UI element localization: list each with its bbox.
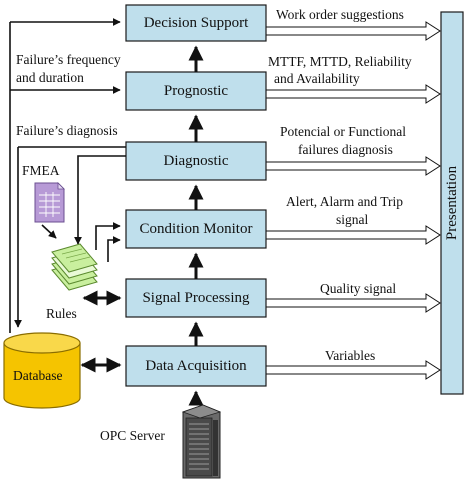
output-label-quality: Quality signal — [320, 281, 396, 296]
rules-connector-lines — [41, 155, 126, 262]
side-labels: Failure’s frequency and duration Failure… — [13, 52, 165, 443]
label-frequency-line1: Failure’s frequency — [16, 52, 121, 67]
module-data-acquisition: Data Acquisition — [125, 345, 267, 387]
output-label-failures-line1: Potencial or Functional — [280, 124, 406, 139]
output-arrow-decision — [265, 21, 441, 41]
output-label-mttf-line1: MTTF, MTTD, Reliability — [268, 54, 412, 69]
module-prognostic: Prognostic — [125, 71, 267, 111]
module-diagnostic: Diagnostic — [125, 141, 267, 181]
output-label-alert-line2: signal — [336, 212, 368, 227]
database-cylinder-icon — [3, 332, 81, 409]
label-frequency-line2: and duration — [16, 70, 84, 85]
output-label-work-order: Work order suggestions — [276, 7, 404, 22]
module-label: Diagnostic — [164, 153, 229, 169]
module-label: Prognostic — [164, 83, 229, 99]
output-arrow-prognostic — [265, 84, 441, 104]
label-rules: Rules — [46, 306, 77, 321]
module-label: Condition Monitor — [140, 221, 253, 237]
bidirectional-arrows — [80, 290, 122, 373]
label-fmea: FMEA — [22, 163, 60, 178]
output-arrow-signal — [265, 293, 441, 313]
output-label-mttf-line2: and Availability — [274, 71, 360, 86]
stacked-documents-icon — [51, 243, 98, 291]
label-opc-server: OPC Server — [100, 428, 165, 443]
module-label: Data Acquisition — [145, 358, 247, 374]
output-label-alert-line1: Alert, Alarm and Trip — [286, 194, 403, 209]
output-arrow-acquisition — [265, 360, 441, 380]
module-label: Decision Support — [144, 15, 249, 31]
presentation-label: Presentation — [444, 165, 460, 240]
output-label-failures-line2: failures diagnosis — [298, 142, 393, 157]
spreadsheet-document-icon — [34, 182, 65, 223]
presentation-panel: Presentation — [440, 11, 464, 395]
module-signal-processing: Signal Processing — [125, 278, 267, 318]
module-condition-monitor: Condition Monitor — [125, 209, 267, 249]
label-diagnosis: Failure’s diagnosis — [16, 123, 118, 138]
output-labels: Work order suggestions MTTF, MTTD, Relia… — [268, 7, 412, 363]
output-arrow-condition — [265, 225, 441, 245]
output-arrow-diagnostic — [265, 156, 441, 176]
label-database: Database — [13, 368, 62, 383]
output-label-variables: Variables — [325, 348, 375, 363]
output-arrows — [265, 21, 441, 380]
database-feedback-lines — [9, 18, 126, 333]
server-tower-icon — [181, 404, 222, 479]
module-label: Signal Processing — [142, 290, 250, 306]
module-decision-support: Decision Support — [125, 4, 267, 42]
